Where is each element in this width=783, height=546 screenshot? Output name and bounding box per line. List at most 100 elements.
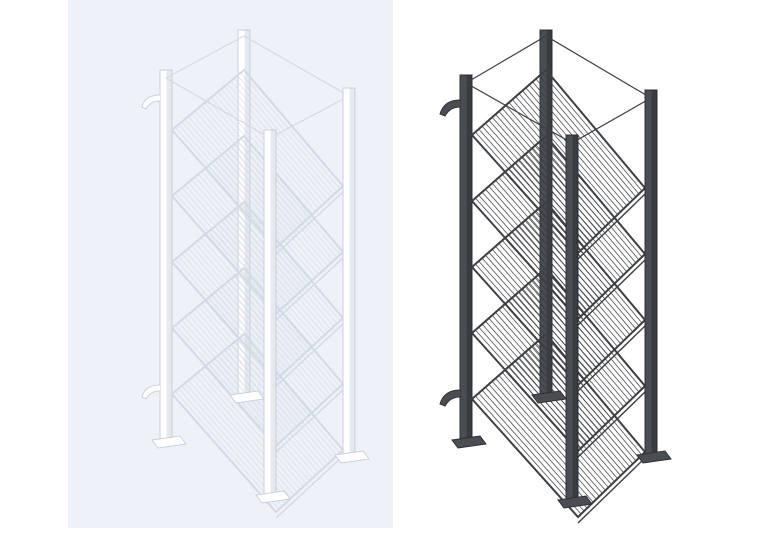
shelf-wire — [207, 165, 310, 284]
shelf-lip — [275, 389, 344, 453]
shelf-wire — [191, 113, 295, 232]
shelf-wire — [538, 207, 640, 327]
shelf-wire — [230, 80, 332, 198]
shelf-wire — [191, 377, 295, 496]
shelf-wire — [230, 146, 332, 264]
shelf-wire — [233, 209, 335, 327]
shelf-wire — [240, 138, 341, 256]
foot-plate — [229, 390, 265, 404]
side-hook — [141, 384, 161, 400]
shelf-wire — [237, 339, 338, 456]
rack-post-shade — [572, 135, 578, 500]
rack-post-shade — [166, 70, 172, 440]
shelf-wire — [191, 179, 295, 298]
shelf-wire — [197, 239, 301, 358]
shelf-wire — [532, 213, 634, 333]
shelf-wire — [174, 259, 280, 378]
shelf-wire — [174, 391, 280, 510]
side-hook — [439, 389, 461, 407]
rack-post-shade — [349, 88, 355, 455]
shelf-wire — [227, 83, 329, 201]
shelf-wire — [197, 107, 301, 226]
shelf-wire — [204, 300, 307, 419]
shelf-wire — [233, 275, 335, 393]
shelf-wire — [535, 78, 637, 198]
shelf-wire — [475, 395, 582, 515]
shelf-wire — [532, 345, 634, 465]
shelf-wire — [237, 273, 338, 390]
shelf-wire — [498, 375, 603, 494]
shelf-wire — [174, 127, 280, 246]
shelf-lip — [275, 191, 344, 255]
rack-post-shade — [651, 90, 657, 455]
shelf-wire — [174, 325, 280, 444]
shelf-wire — [233, 143, 335, 261]
rack-post-shade — [466, 75, 472, 440]
shelf-wire — [240, 270, 341, 388]
shelf-wire — [204, 168, 307, 287]
shelf-wire — [207, 231, 310, 350]
foot-plate — [255, 490, 291, 504]
shelf-wire — [233, 341, 335, 459]
foot-plate — [557, 495, 593, 509]
shelf-wire — [233, 77, 335, 195]
shelf-wire — [542, 270, 643, 390]
shelf-wire — [512, 363, 615, 482]
shelf-wire — [207, 363, 310, 482]
shelf-wire — [194, 374, 298, 493]
shelf-lip — [275, 257, 344, 321]
shelf-wire — [174, 193, 280, 312]
shelf-wire — [528, 282, 631, 402]
side-hook — [141, 94, 161, 110]
shelf-wire — [204, 234, 307, 353]
shelf-wire — [227, 215, 329, 333]
shelf-wire — [230, 212, 332, 330]
foot-plate — [334, 450, 370, 464]
foot-plate — [636, 450, 672, 464]
shelf-wire — [535, 276, 637, 396]
shelf-wire — [495, 378, 600, 497]
shelf-wire — [542, 204, 643, 324]
shelf-wire — [237, 141, 338, 258]
foot-plate — [451, 435, 487, 449]
shelf-wire — [532, 279, 634, 399]
shelf-wire — [538, 141, 640, 261]
shelf-wire — [237, 207, 338, 324]
shelf-wire — [201, 171, 304, 289]
shelf-wire — [197, 371, 301, 490]
shelf-wire — [538, 273, 640, 393]
shelf-wire — [204, 102, 307, 221]
rack-post-shade — [270, 130, 276, 495]
shelf-wire — [227, 149, 329, 267]
shelf-wire — [508, 366, 612, 485]
shelf-lip — [577, 457, 646, 524]
shelf-wire — [201, 303, 304, 421]
shelf-wire — [204, 366, 307, 485]
shelf-wire — [538, 339, 640, 459]
shelf-wire — [535, 342, 637, 462]
shelf-wire — [528, 348, 631, 468]
shelf-wire — [535, 144, 637, 264]
foot-plate — [151, 435, 187, 449]
shelf-wire — [197, 173, 301, 292]
shelf-wire — [505, 369, 609, 488]
shelf-wire — [538, 75, 640, 195]
shelf-wire — [207, 99, 310, 218]
shelf-wire — [191, 311, 295, 430]
shelf-wire — [528, 150, 631, 270]
shelf-wire — [230, 344, 332, 462]
foot-plate — [531, 390, 567, 404]
shelf-wire — [532, 147, 634, 267]
shelf-lip — [275, 323, 344, 387]
shelf-wire — [194, 308, 298, 427]
shelf-wire — [227, 347, 329, 465]
shelf-wire — [194, 110, 298, 229]
shelf-wire — [230, 278, 332, 396]
shelf-wire — [201, 369, 304, 487]
shelf-wire — [240, 204, 341, 322]
shelf-wire — [201, 237, 304, 355]
shelf-wire — [491, 381, 597, 500]
